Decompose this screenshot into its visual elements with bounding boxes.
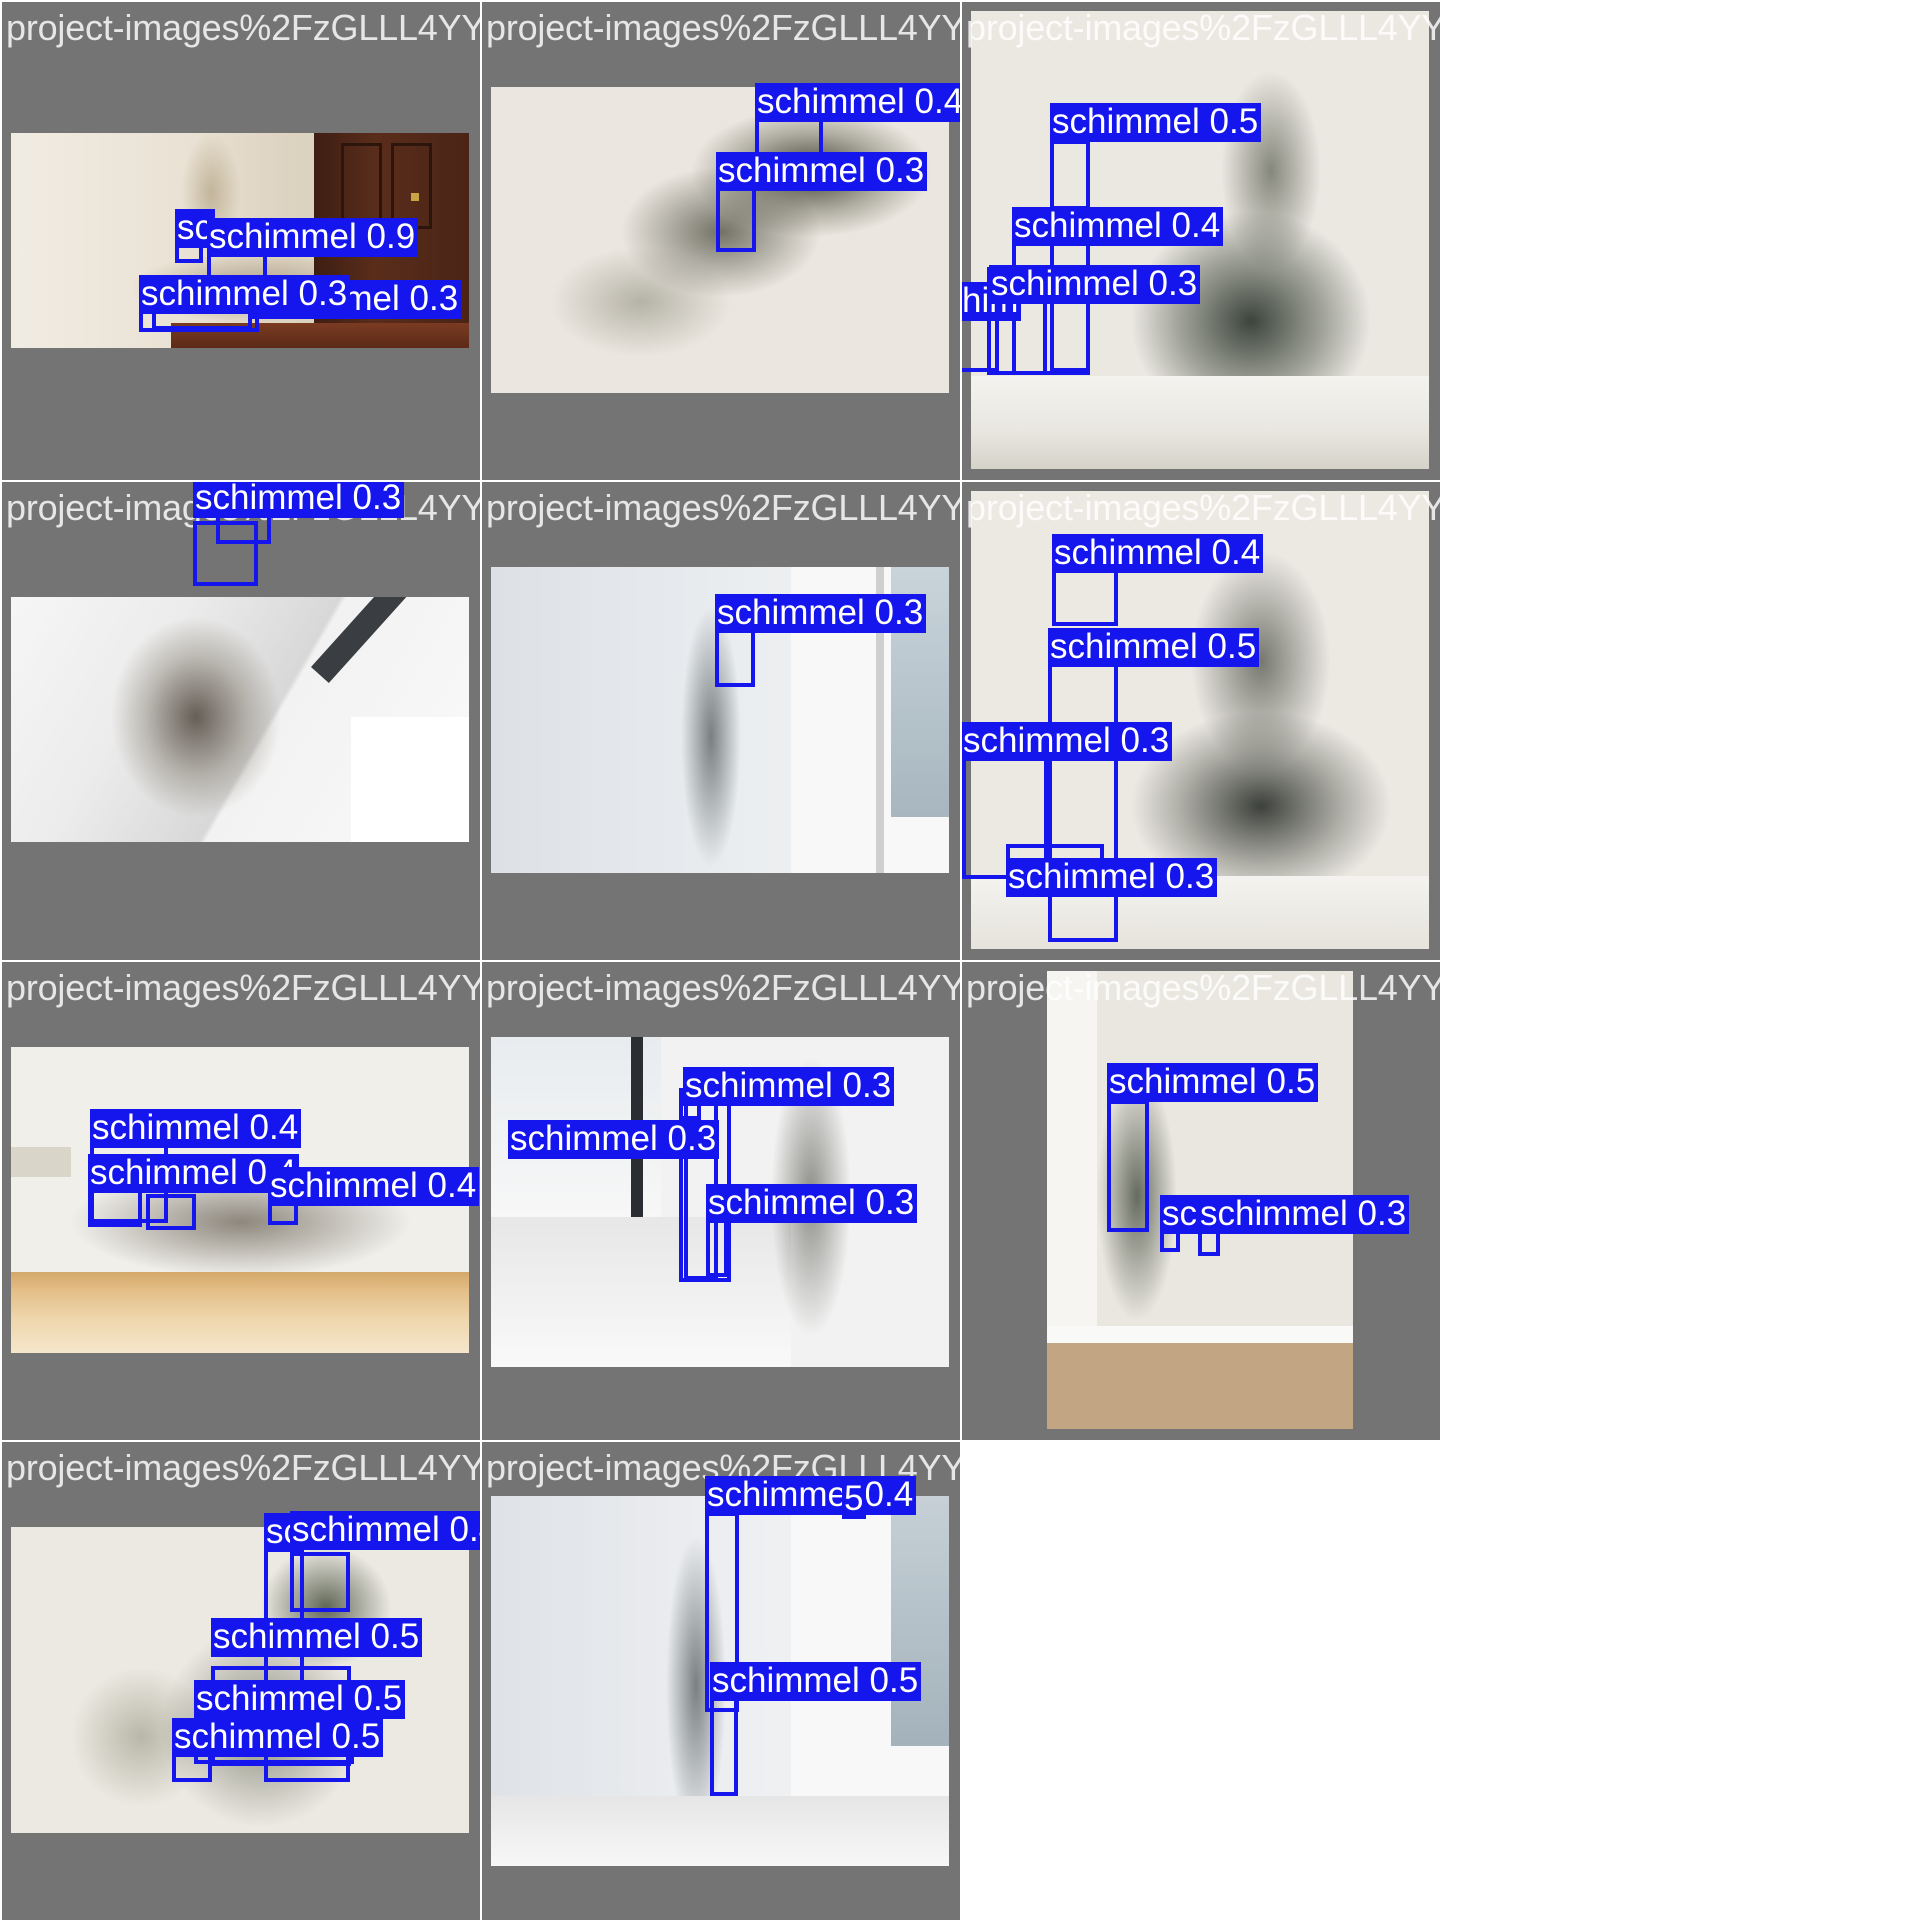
tile-r2c3: project-images%2FzGLLL4YYTwR8i9SpWuh2%2F… [962, 482, 1440, 960]
detection-label: schimmel 0.5 [172, 1718, 384, 1757]
detection-label: schimmel 0.4 [755, 83, 960, 122]
tile-r1c2: project-images%2FzGLLL4YYTwR8i9SpWuh2%2F… [482, 2, 960, 480]
filename-label: project-images%2FzGLLL4YYTwR8i9SpWuh2%2F [486, 7, 960, 48]
detection-label: schimmel 0.5 [1048, 628, 1260, 667]
tile-r4c1: project-images%2FzGLLL4YYTwR8i9SpWuh2%2F… [2, 1442, 480, 1920]
detection-label: schimmel 0.4 [1052, 534, 1264, 573]
detection-label: schimmel 0.5 [194, 1680, 406, 1719]
detection-label: schimmel 0.3 [139, 275, 351, 314]
tile-r3c2: project-images%2FzGLLL4YYTwR8i9SpWuh2%2F… [482, 962, 960, 1440]
filename-label: project-images%2FzGLLL4YYTwR8i9SpWuh2%2F [6, 1447, 480, 1488]
detection-label: schimmel 0.4 [90, 1109, 302, 1148]
detection-label: schimmel 0.4 [268, 1167, 480, 1206]
detection-box [88, 1187, 142, 1227]
tile-r4c2: project-images%2FzGLLL4YYTwR8i9SpWuh2%2F… [482, 1442, 960, 1920]
detection-label: schimmel 0.3 [683, 1067, 895, 1106]
detection-label: schimmel 0.5 [1050, 103, 1262, 142]
detection-label: schimmel 0.3 [706, 1184, 918, 1223]
detection-label: schimmel 0.4 [705, 1476, 917, 1515]
detection-label: schimmel 0.3 [716, 152, 928, 191]
photo-mold-wooden-floor [11, 1047, 469, 1353]
detection-box [146, 1194, 196, 1230]
tile-r3c3: project-images%2FzGLLL4YYTwR8i9SpWuh2%2F… [962, 962, 1440, 1440]
detection-label: schimmel 0.3 [508, 1120, 720, 1159]
detection-label: schimmel 0.3 [989, 265, 1201, 304]
detection-label: schimmel 0.4 [290, 1511, 480, 1550]
detection-box [290, 1552, 350, 1612]
detection-label: schimmel 0.3 [193, 482, 405, 518]
detection-box [706, 1217, 728, 1277]
detection-label: schimmel 0.4 [88, 1154, 300, 1193]
detection-label: sc [1160, 1195, 1200, 1234]
detection-label: schimmel 0.9 [207, 218, 419, 257]
detection-box [716, 186, 756, 252]
detection-label: schimmel 0.5 [211, 1618, 423, 1657]
detection-label: schimmel 0.3 [1198, 1195, 1410, 1234]
photo-window-reveal [11, 597, 469, 842]
tile-r3c1: project-images%2FzGLLL4YYTwR8i9SpWuh2%2F… [2, 962, 480, 1440]
detection-box [1052, 566, 1118, 626]
detection-box [193, 521, 258, 586]
detection-label: schimmel 0.5 [1107, 1063, 1319, 1102]
detection-box [755, 116, 823, 156]
filename-label: project-images%2FzGLLL4YYTwR8i9SpWuh2%2F [6, 7, 480, 48]
detection-box [1107, 1100, 1149, 1232]
tile-r1c1: project-images%2FzGLLL4YYTwR8i9SpWuh2%2F… [2, 2, 480, 480]
tile-r2c1: project-images%2FzGLLL4YYTwR8i9SpWuh2%2F… [2, 482, 480, 960]
detection-label: 5 [842, 1480, 867, 1519]
tile-r2c2: project-images%2FzGLLL4YYTwR8i9SpWuh2%2F… [482, 482, 960, 960]
detection-label: schimmel 0.3 [715, 594, 927, 633]
filename-label: project-images%2FzGLLL4YYTwR8i9SpWuh2%2F [6, 967, 480, 1008]
detection-label: schimmel 0.4 [1012, 207, 1224, 246]
detection-label: schimmel 0.3 [1006, 858, 1218, 897]
detection-label: schimmel 0.3 [962, 722, 1173, 761]
tile-r1c3: project-images%2FzGLLL4YYTwR8i9SpWuh2%2F… [962, 2, 1440, 480]
filename-label: project-images%2FzGLLL4YYTwR8i9SpWuh2%2F [486, 967, 960, 1008]
detection-label: schimmel 0.5 [710, 1662, 922, 1701]
filename-label: project-images%2FzGLLL4YYTwR8i9SpWuh2%2F [486, 487, 960, 528]
